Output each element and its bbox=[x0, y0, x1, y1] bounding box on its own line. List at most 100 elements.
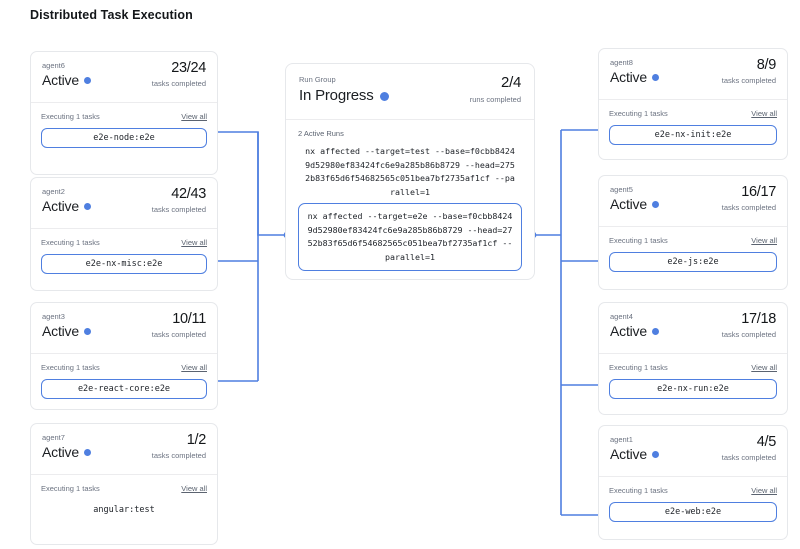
executing-row: Executing 1 tasks View all bbox=[609, 486, 777, 495]
run-group-kicker: Run Group bbox=[299, 75, 336, 84]
agent-name: agent3 bbox=[42, 312, 65, 321]
view-all-link[interactable]: View all bbox=[181, 363, 207, 372]
executing-label: Executing 1 tasks bbox=[41, 363, 100, 372]
task-label[interactable]: angular:test bbox=[93, 505, 155, 515]
executing-row: Executing 1 tasks View all bbox=[609, 236, 777, 245]
agent-card-body: Executing 1 tasks View all e2e-node:e2e bbox=[31, 103, 217, 159]
agent-task-count-label: tasks completed bbox=[721, 453, 776, 462]
agent-task-count-label: tasks completed bbox=[151, 79, 206, 88]
agent-status: Active bbox=[610, 323, 776, 340]
agent-task-count: 16/17 bbox=[741, 184, 776, 200]
agent-card-agent5[interactable]: agent5 Active 16/17 tasks completed Exec… bbox=[598, 175, 788, 290]
run-group-count: 2/4 bbox=[501, 74, 521, 91]
status-dot-icon bbox=[379, 91, 389, 101]
page-title: Distributed Task Execution bbox=[30, 8, 193, 22]
executing-label: Executing 1 tasks bbox=[609, 486, 668, 495]
agent-name: agent1 bbox=[610, 435, 633, 444]
view-all-link[interactable]: View all bbox=[181, 484, 207, 493]
status-dot-icon bbox=[651, 451, 659, 458]
agent-status: Active bbox=[42, 198, 206, 215]
agent-card-body: Executing 1 tasks View all e2e-web:e2e bbox=[599, 477, 787, 533]
run-group-panel[interactable]: Run Group In Progress 2/4 runs completed… bbox=[285, 63, 535, 280]
card-divider bbox=[31, 102, 217, 103]
task-chip[interactable]: e2e-node:e2e bbox=[41, 128, 207, 148]
card-divider bbox=[31, 474, 217, 475]
agent-card-body: Executing 1 tasks View all e2e-nx-run:e2… bbox=[599, 354, 787, 410]
panel-divider bbox=[286, 119, 534, 120]
agent-task-count: 17/18 bbox=[741, 311, 776, 327]
executing-row: Executing 1 tasks View all bbox=[41, 363, 207, 372]
task-chip[interactable]: e2e-nx-init:e2e bbox=[609, 125, 777, 145]
agent-name: agent4 bbox=[610, 312, 633, 321]
agent-task-count-label: tasks completed bbox=[151, 205, 206, 214]
agent-name: agent7 bbox=[42, 433, 65, 442]
agent-task-count-label: tasks completed bbox=[721, 203, 776, 212]
agent-status-label: Active bbox=[610, 446, 647, 462]
agent-card-agent1[interactable]: agent1 Active 4/5 tasks completed Execut… bbox=[598, 425, 788, 540]
agent-card-header: agent4 Active 17/18 tasks completed bbox=[599, 303, 787, 353]
agent-card-agent8[interactable]: agent8 Active 8/9 tasks completed Execut… bbox=[598, 48, 788, 160]
agent-card-agent4[interactable]: agent4 Active 17/18 tasks completed Exec… bbox=[598, 302, 788, 415]
status-dot-icon bbox=[83, 449, 91, 456]
agent-card-header: agent5 Active 16/17 tasks completed bbox=[599, 176, 787, 226]
agent-status: Active bbox=[610, 446, 776, 463]
executing-label: Executing 1 tasks bbox=[609, 236, 668, 245]
agent-name: agent2 bbox=[42, 187, 65, 196]
view-all-link[interactable]: View all bbox=[751, 236, 777, 245]
agent-name: agent8 bbox=[610, 58, 633, 67]
status-dot-icon bbox=[83, 77, 91, 84]
agent-task-count: 8/9 bbox=[756, 57, 777, 73]
task-chip[interactable]: e2e-nx-run:e2e bbox=[609, 379, 777, 399]
card-divider bbox=[31, 353, 217, 354]
card-divider bbox=[599, 99, 787, 100]
view-all-link[interactable]: View all bbox=[751, 363, 777, 372]
card-divider bbox=[599, 226, 787, 227]
card-divider bbox=[599, 476, 787, 477]
agent-card-agent3[interactable]: agent3 Active 10/11 tasks completed Exec… bbox=[30, 302, 218, 410]
executing-row: Executing 1 tasks View all bbox=[609, 109, 777, 118]
task-chip[interactable]: e2e-web:e2e bbox=[609, 502, 777, 522]
executing-row: Executing 1 tasks View all bbox=[41, 112, 207, 121]
agent-status-label: Active bbox=[42, 72, 79, 88]
active-runs-label: 2 Active Runs bbox=[298, 129, 344, 138]
run-group-body: 2 Active Runs nx affected --target=test … bbox=[286, 120, 534, 283]
agent-task-count: 4/5 bbox=[756, 434, 777, 450]
agent-card-header: agent8 Active 8/9 tasks completed bbox=[599, 49, 787, 99]
executing-label: Executing 1 tasks bbox=[609, 109, 668, 118]
agent-card-header: agent3 Active 10/11 tasks completed bbox=[31, 303, 217, 353]
run-group-status-label: In Progress bbox=[299, 87, 374, 104]
executing-label: Executing 1 tasks bbox=[609, 363, 668, 372]
agent-task-count: 23/24 bbox=[171, 60, 206, 76]
run-command-test[interactable]: nx affected --target=test --base=f0cbb84… bbox=[305, 146, 515, 197]
task-chip[interactable]: e2e-react-core:e2e bbox=[41, 379, 207, 399]
executing-row: Executing 1 tasks View all bbox=[609, 363, 777, 372]
run-command-e2e[interactable]: nx affected --target=e2e --base=f0cbb842… bbox=[298, 203, 522, 271]
agent-status: Active bbox=[42, 444, 206, 461]
agent-card-header: agent1 Active 4/5 tasks completed bbox=[599, 426, 787, 476]
task-chip[interactable]: e2e-js:e2e bbox=[609, 252, 777, 272]
agent-card-header: agent7 Active 1/2 tasks completed bbox=[31, 424, 217, 474]
run-group-count-label: runs completed bbox=[469, 95, 521, 104]
agent-card-agent6[interactable]: agent6 Active 23/24 tasks completed Exec… bbox=[30, 51, 218, 175]
status-dot-icon bbox=[83, 328, 91, 335]
agent-task-count: 10/11 bbox=[172, 311, 206, 327]
view-all-link[interactable]: View all bbox=[751, 109, 777, 118]
agent-status-label: Active bbox=[610, 69, 647, 85]
agent-status-label: Active bbox=[610, 323, 647, 339]
view-all-link[interactable]: View all bbox=[751, 486, 777, 495]
agent-status-label: Active bbox=[610, 196, 647, 212]
view-all-link[interactable]: View all bbox=[181, 238, 207, 247]
agent-card-agent2[interactable]: agent2 Active 42/43 tasks completed Exec… bbox=[30, 177, 218, 291]
agent-card-agent7[interactable]: agent7 Active 1/2 tasks completed Execut… bbox=[30, 423, 218, 545]
task-chip[interactable]: e2e-nx-misc:e2e bbox=[41, 254, 207, 274]
agent-status: Active bbox=[610, 69, 776, 86]
agent-status: Active bbox=[42, 323, 206, 340]
agent-status-label: Active bbox=[42, 444, 79, 460]
agent-card-header: agent2 Active 42/43 tasks completed bbox=[31, 178, 217, 228]
agent-task-count-label: tasks completed bbox=[151, 451, 206, 460]
agent-status-label: Active bbox=[42, 323, 79, 339]
agent-status: Active bbox=[610, 196, 776, 213]
view-all-link[interactable]: View all bbox=[181, 112, 207, 121]
executing-label: Executing 1 tasks bbox=[41, 112, 100, 121]
